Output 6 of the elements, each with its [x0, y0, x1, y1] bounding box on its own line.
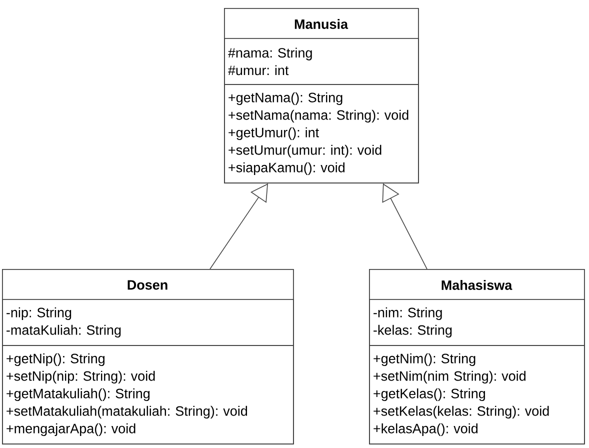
class-compartment: -nim: String -kelas: String [369, 299, 585, 346]
class-compartment: #nama: String #umur: int [224, 38, 419, 85]
class-compartment: +getNama(): String +setNama(nama: String): void +getUmur(): int +setUmur(umur: int): void +siapaKamu(): void [224, 84, 419, 184]
class-compartment: +getNim(): String +setNim(nim String): void +getKelas(): String +setKelas(kelas: String): void +kelasApa(): void [369, 345, 585, 444]
class-compartment: +getNip(): String +setNip(nip: String): void +getMatakuliah(): String +setMatakuliah(matakuliah: String): void +mengajarApa(): void [2, 345, 294, 444]
class-compartment: -nip: String -mataKuliah: String [2, 299, 294, 346]
